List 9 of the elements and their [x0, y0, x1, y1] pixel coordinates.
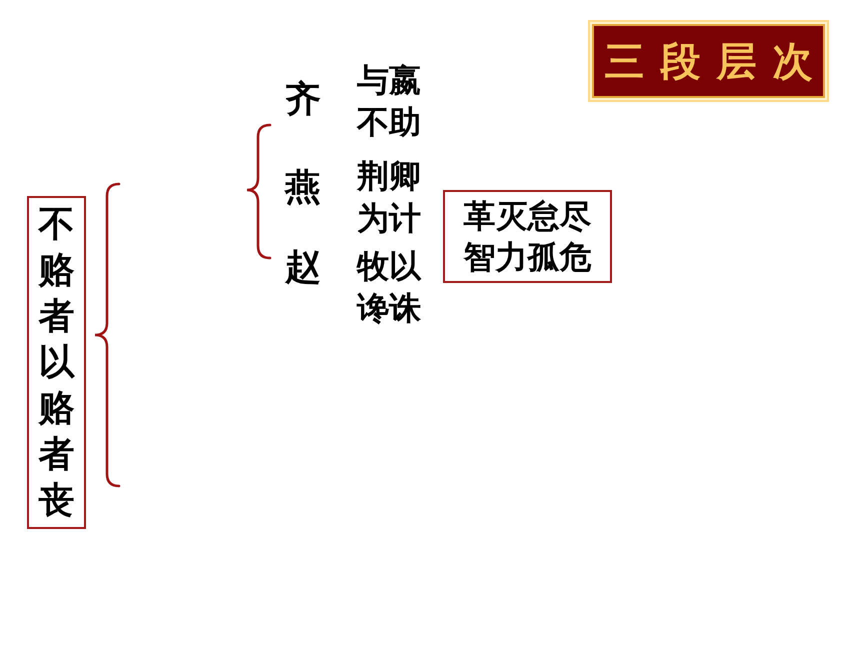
title-banner: 三段层次 [588, 20, 829, 102]
state-label: 赵 [285, 248, 322, 288]
vertical-text-box: 不赂者以赂者丧 [27, 196, 86, 529]
state-label: 燕 [285, 168, 322, 208]
state-label: 齐 [285, 80, 322, 120]
note-text: 荆卿为计 [357, 156, 422, 239]
note-text: 牧以谗诛 [357, 246, 422, 329]
note-text: 与嬴不助 [357, 60, 422, 143]
text-box: 革灭怠尽智力孤危 [443, 190, 612, 283]
